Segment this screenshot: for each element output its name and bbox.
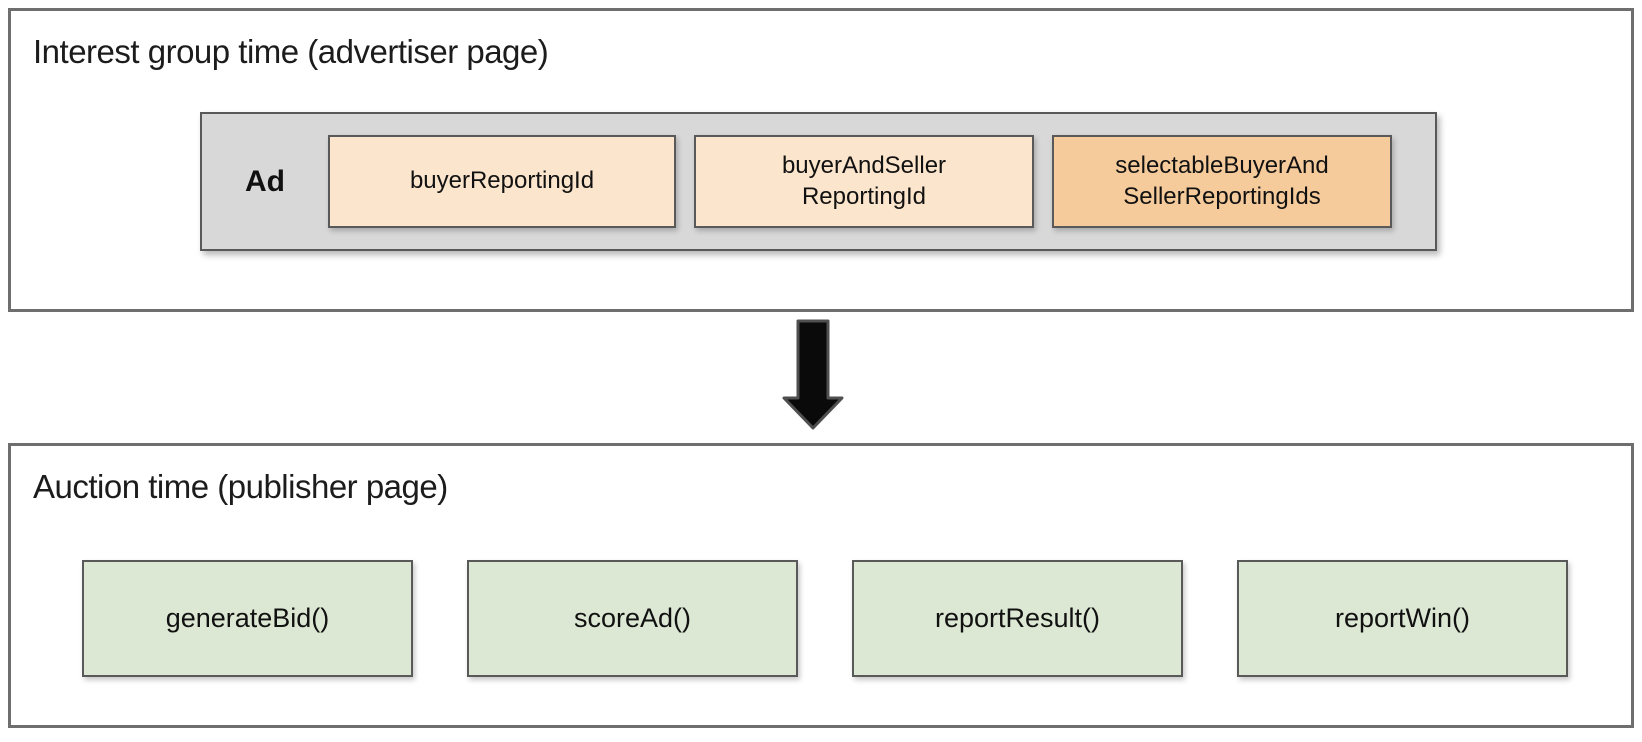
score-ad-label: scoreAd() (573, 603, 692, 633)
ad-label: Ad (245, 164, 285, 198)
buyer-and-seller-reporting-id-label-line1: buyerAndSeller (781, 151, 947, 179)
report-result-box: reportResult() (852, 560, 1183, 677)
report-result-label: reportResult() (934, 603, 1101, 633)
buyer-and-seller-reporting-id-label-line2: ReportingId (801, 182, 927, 210)
report-win-box: reportWin() (1237, 560, 1568, 677)
report-win-label: reportWin() (1334, 603, 1470, 633)
auction-panel-title: Auction time (publisher page) (33, 468, 448, 505)
generate-bid-box: generateBid() (82, 560, 413, 677)
score-ad-box: scoreAd() (467, 560, 798, 677)
buyer-reporting-id-box: buyerReportingId (328, 135, 676, 228)
interest-group-panel: Interest group time (advertiser page) Ad… (8, 8, 1634, 312)
auction-function-boxes: generateBid() scoreAd() reportResult() r… (82, 560, 1568, 677)
buyer-and-seller-reporting-id-box: buyerAndSeller ReportingId (694, 135, 1034, 228)
selectable-buyer-and-seller-reporting-ids-box: selectableBuyerAnd SellerReportingIds (1052, 135, 1392, 228)
interest-group-panel-title: Interest group time (advertiser page) (33, 33, 549, 70)
generate-bid-label: generateBid() (165, 603, 330, 633)
ad-container: Ad buyerReportingId buyerAndSeller Repor… (200, 112, 1437, 251)
down-arrow-icon (781, 316, 845, 434)
selectable-buyer-and-seller-reporting-ids-label-line1: selectableBuyerAnd (1115, 151, 1329, 179)
selectable-buyer-and-seller-reporting-ids-label-line2: SellerReportingIds (1123, 182, 1321, 210)
buyer-reporting-id-label: buyerReportingId (409, 167, 595, 195)
auction-panel: Auction time (publisher page) generateBi… (8, 443, 1634, 728)
reporting-id-boxes: buyerReportingId buyerAndSeller Reportin… (328, 135, 1392, 228)
